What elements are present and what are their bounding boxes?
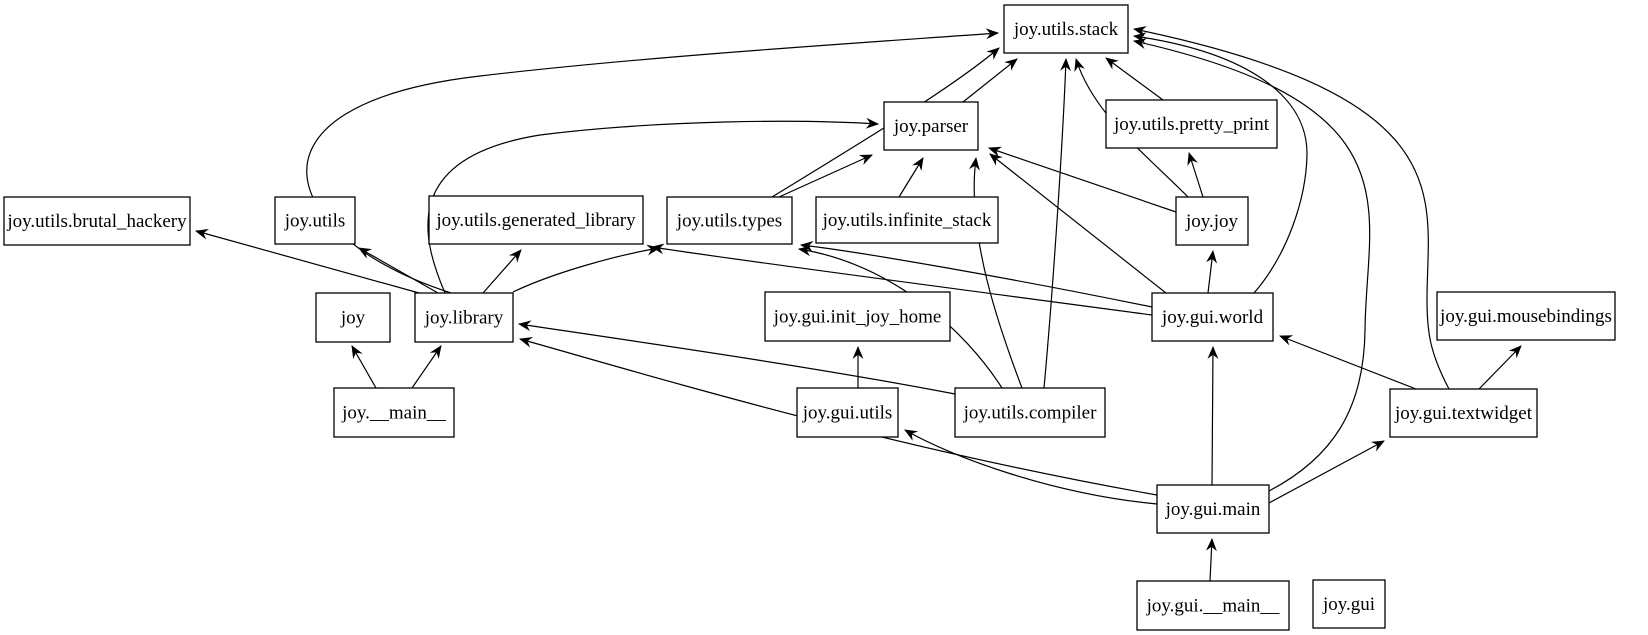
edge-joy-utils-infinite-stack-to-joy-parser	[898, 157, 924, 198]
edge-joy-utils-compiler-to-joy-library	[517, 320, 956, 395]
node-box-joy-gui	[1312, 579, 1386, 629]
edge-joy-dunder-main-to-joy-library	[411, 345, 442, 389]
node-box-joy-gui-world	[1151, 292, 1274, 342]
edge-joy-library-to-joy-utils-generated-library	[482, 249, 522, 294]
node-label-joy-gui-main: joy.gui.main	[1165, 499, 1261, 520]
node-joy-utils-pretty-print: joy.utils.pretty_print	[1105, 99, 1278, 149]
edge-joy-utils-types-to-joy-parser	[778, 154, 873, 198]
node-label-joy-utils-brutal-hackery: joy.utils.brutal_hackery	[6, 211, 187, 232]
node-joy-utils: joy.utils	[274, 196, 356, 245]
edge-joy-gui-main-to-joy-gui-textwidget	[1268, 440, 1385, 504]
node-box-joy-utils-generated-library	[428, 195, 644, 245]
edge-joy-gui-main-to-joy-utils-stack	[1132, 38, 1371, 492]
edge-joy-gui-world-to-joy-utils-generated-library	[650, 243, 1153, 316]
edge-joy-gui-world-to-joy-parser	[989, 153, 1167, 294]
edge-joy-dunder-main-to-joy	[351, 345, 377, 389]
node-label-joy-gui: joy.gui	[1322, 594, 1375, 615]
node-joy-library: joy.library	[414, 292, 514, 343]
node-box-joy-gui-dunder-main	[1136, 580, 1290, 631]
node-joy-utils-types: joy.utils.types	[666, 196, 793, 245]
node-label-joy-utils-stack: joy.utils.stack	[1013, 19, 1119, 40]
edge-joy-gui-world-to-joy-utils-types	[799, 240, 1153, 308]
node-box-joy-gui-main	[1156, 484, 1270, 534]
edge-joy-library-to-joy-utils-brutal-hackery	[194, 228, 420, 294]
edge-joy-gui-textwidget-to-joy-gui-world	[1279, 335, 1417, 390]
edge-joy-gui-main-to-joy-library	[518, 336, 1158, 496]
node-joy-utils-generated-library: joy.utils.generated_library	[428, 195, 644, 245]
node-label-joy-utils: joy.utils	[284, 211, 346, 232]
edge-joy-joy-to-joy-utils-pretty-print	[1187, 152, 1204, 198]
node-joy-utils-brutal-hackery: joy.utils.brutal_hackery	[3, 196, 191, 246]
node-label-joy: joy	[340, 308, 366, 329]
edge-joy-library-to-joy-utils	[358, 247, 439, 294]
node-label-joy-library: joy.library	[424, 308, 504, 329]
node-box-joy-parser	[883, 101, 979, 151]
node-box-joy-library	[414, 292, 514, 343]
edge-joy-gui-textwidget-to-joy-gui-mousebindings	[1478, 345, 1522, 390]
node-box-joy-utils-pretty-print	[1105, 99, 1278, 149]
node-label-joy-utils-types: joy.utils.types	[676, 211, 782, 232]
node-joy-dunder-main: joy.__main__	[333, 387, 455, 438]
node-joy-gui: joy.gui	[1312, 579, 1386, 629]
node-joy-utils-stack: joy.utils.stack	[1003, 4, 1129, 54]
node-joy-gui-utils: joy.gui.utils	[796, 387, 899, 438]
node-label-joy-gui-mousebindings: joy.gui.mousebindings	[1439, 306, 1612, 327]
node-box-joy-utils-types	[666, 196, 793, 245]
node-box-joy-joy	[1175, 196, 1249, 246]
node-label-joy-gui-dunder-main: joy.gui.__main__	[1146, 596, 1280, 617]
node-label-joy-gui-world: joy.gui.world	[1161, 307, 1264, 328]
node-label-joy-utils-infinite-stack: joy.utils.infinite_stack	[822, 210, 992, 231]
node-joy-gui-init-joy-home: joy.gui.init_joy_home	[764, 291, 951, 342]
edge-joy-gui-dunder-main-to-joy-gui-main	[1205, 537, 1217, 582]
node-box-joy-gui-utils	[796, 387, 899, 438]
edge-joy-library-to-joy-parser	[427, 117, 880, 294]
node-joy: joy	[315, 292, 391, 343]
edge-joy-joy-to-joy-parser	[988, 146, 1177, 213]
edge-joy-utils-pretty-print-to-joy-utils-stack	[1105, 57, 1164, 101]
node-box-joy-gui-textwidget	[1389, 388, 1538, 438]
node-box-joy-utils-brutal-hackery	[3, 196, 191, 246]
edge-joy-utils-compiler-to-joy-utils-stack	[1043, 57, 1072, 389]
node-joy-utils-compiler: joy.utils.compiler	[954, 387, 1106, 438]
edge-joy-gui-main-to-joy-gui-world	[1207, 345, 1219, 486]
node-box-joy-utils-stack	[1003, 4, 1129, 54]
node-joy-joy: joy.joy	[1175, 196, 1249, 246]
node-box-joy-utils-infinite-stack	[815, 196, 999, 244]
node-box-joy-utils-compiler	[954, 387, 1106, 438]
node-label-joy-joy: joy.joy	[1185, 211, 1239, 232]
node-joy-gui-main: joy.gui.main	[1156, 484, 1270, 534]
node-joy-gui-dunder-main: joy.gui.__main__	[1136, 580, 1290, 631]
node-joy-gui-world: joy.gui.world	[1151, 292, 1274, 342]
node-label-joy-utils-generated-library: joy.utils.generated_library	[435, 210, 636, 231]
node-label-joy-gui-init-joy-home: joy.gui.init_joy_home	[773, 307, 942, 328]
node-box-joy-gui-mousebindings	[1436, 291, 1616, 341]
edge-joy-gui-main-to-joy-gui-utils	[904, 429, 1158, 505]
node-box-joy-dunder-main	[333, 387, 455, 438]
edge-joy-utils-compiler-to-joy-parser	[969, 156, 1023, 389]
edge-joy-gui-world-to-joy-utils-stack	[1132, 32, 1308, 294]
edge-joy-gui-world-to-joy-joy	[1206, 249, 1218, 294]
node-joy-gui-textwidget: joy.gui.textwidget	[1389, 388, 1538, 438]
node-label-joy-gui-textwidget: joy.gui.textwidget	[1394, 403, 1533, 424]
node-box-joy-gui-init-joy-home	[764, 291, 951, 342]
node-label-joy-utils-compiler: joy.utils.compiler	[963, 403, 1097, 424]
node-joy-gui-mousebindings: joy.gui.mousebindings	[1436, 291, 1616, 341]
node-label-joy-dunder-main: joy.__main__	[341, 403, 446, 424]
edge-joy-library-to-joy-utils-types	[512, 244, 661, 293]
edge-joy-parser-to-joy-utils-stack	[962, 58, 1018, 103]
node-joy-utils-infinite-stack: joy.utils.infinite_stack	[815, 196, 999, 244]
node-box-joy-utils	[274, 196, 356, 245]
nodes-layer: joy.utils.stack joy.parser joy.utils.prett…	[3, 4, 1616, 631]
edge-joy-library-to-joy-utils-stack	[306, 28, 1000, 294]
edges-layer	[194, 26, 1522, 582]
node-joy-parser: joy.parser	[883, 101, 979, 151]
node-label-joy-utils-pretty-print: joy.utils.pretty_print	[1113, 114, 1270, 135]
node-label-joy-gui-utils: joy.gui.utils	[802, 403, 893, 424]
node-label-joy-parser: joy.parser	[893, 116, 969, 137]
edge-joy-gui-textwidget-to-joy-utils-stack	[1132, 26, 1450, 390]
node-box-joy	[315, 292, 391, 343]
